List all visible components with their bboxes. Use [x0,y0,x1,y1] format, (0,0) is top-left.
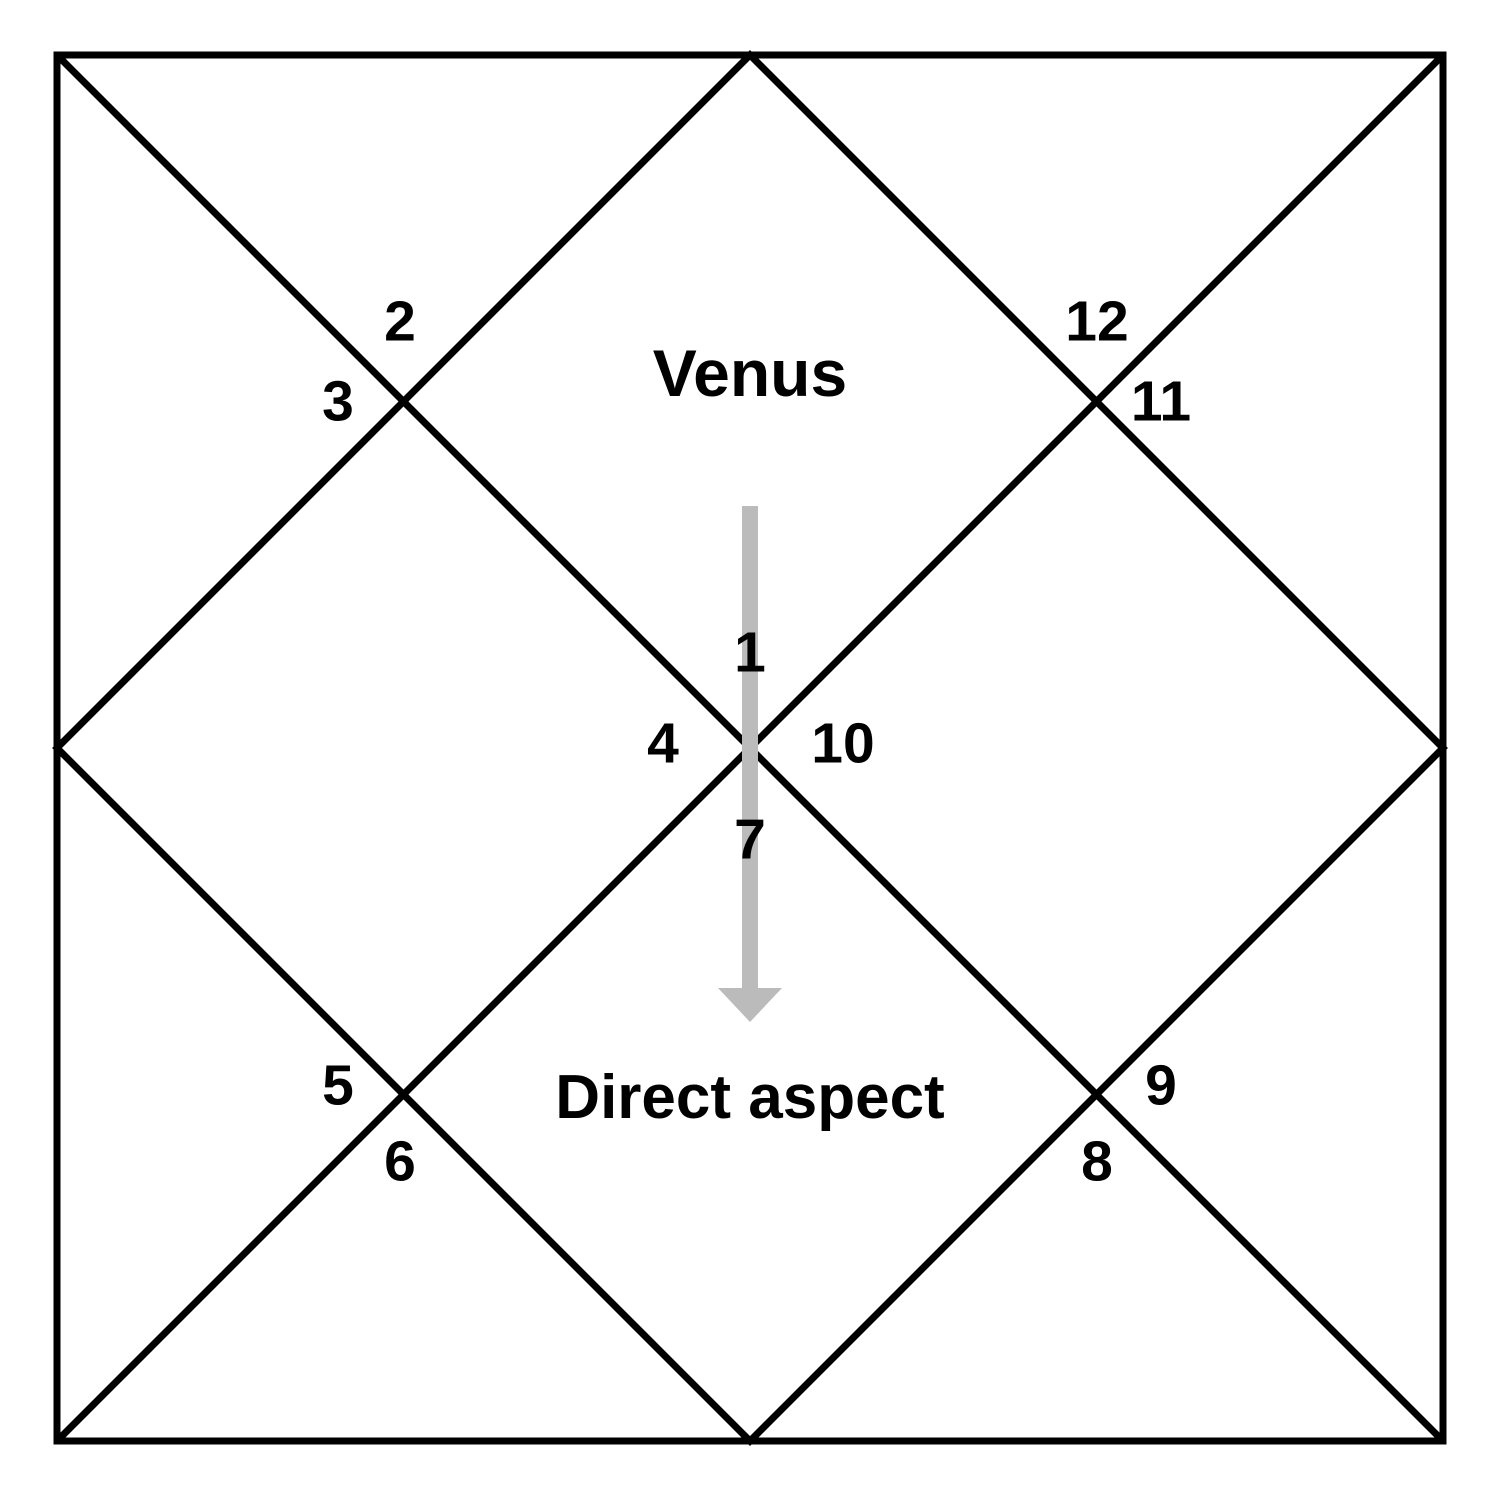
house-number-11[interactable]: 11 [1130,369,1192,434]
aspect-caption: Direct aspect [555,1063,945,1132]
house-number-2[interactable]: 2 [384,289,416,354]
house-number-7[interactable]: 7 [734,807,766,872]
inner-diamond [52,50,1448,1446]
aspect-arrow [718,506,782,1022]
house-number-1[interactable]: 1 [734,620,766,685]
house-number-5[interactable]: 5 [322,1053,354,1118]
house-number-4[interactable]: 4 [647,711,679,776]
aspect-arrow-head [718,988,782,1022]
house-number-3[interactable]: 3 [322,369,354,434]
house-number-9[interactable]: 9 [1145,1053,1177,1118]
house-number-8[interactable]: 8 [1081,1129,1113,1194]
house-number-12[interactable]: 12 [1065,289,1129,354]
house-number-10[interactable]: 10 [811,711,875,776]
planet-label-venus: Venus [652,336,848,410]
house-number-6[interactable]: 6 [384,1129,416,1194]
